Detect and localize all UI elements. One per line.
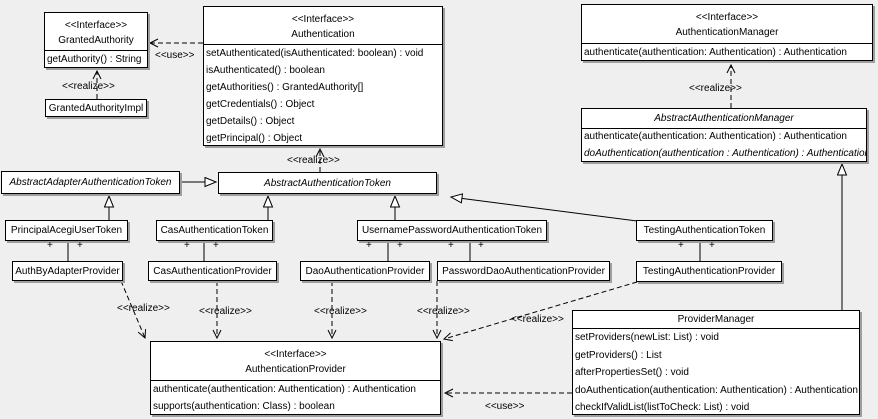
edge-label-realize: <<realize>> xyxy=(417,306,470,317)
method-item: authenticate(authentication: Authenticat… xyxy=(584,47,847,58)
method-item: getCredentials() : Object xyxy=(206,99,315,110)
stereotype-label: <<Interface>> xyxy=(264,349,327,360)
method-item: getDetails() : Object xyxy=(206,116,295,127)
edge-label-realize: <<realize>> xyxy=(62,81,115,92)
method-item: getAuthorities() : GrantedAuthority[] xyxy=(206,82,364,93)
class-name: CasAuthenticationToken xyxy=(160,225,269,236)
class-name: GrantedAuthorityImpl xyxy=(48,102,144,114)
method-item: authenticate(authentication: Authenticat… xyxy=(584,131,847,142)
class-name: ProviderManager xyxy=(677,314,755,325)
method-item: getPrincipal() : Object xyxy=(206,133,303,144)
class-name: UsernamePasswordAuthenticationToken xyxy=(361,225,543,236)
method-item: getAuthority() : String xyxy=(47,54,142,65)
method-item: setAuthenticated(isAuthenticated: boolea… xyxy=(206,48,424,59)
association-end-label: + xyxy=(709,240,715,251)
method-item: authenticate(authentication: Authenticat… xyxy=(153,384,416,395)
edge-label-realize: <<realize>> xyxy=(511,314,564,325)
method-item: doAuthentication(authentication: Authent… xyxy=(575,384,858,396)
class-name: DaoAuthenticationProvider xyxy=(305,265,425,277)
class-box-cas-authentication-provider: CasAuthenticationProvider xyxy=(148,261,277,281)
association-end-label: + xyxy=(213,240,219,251)
class-name: AuthenticationManager xyxy=(675,27,779,38)
class-name: AbstractAuthenticationToken xyxy=(264,177,391,189)
edge-label-realize: <<realize>> xyxy=(287,155,340,166)
association-end-label: + xyxy=(77,240,83,251)
class-name: GrantedAuthority xyxy=(58,35,134,46)
edge-label-realize: <<realize>> xyxy=(689,83,742,94)
class-name: AbstractAdapterAuthenticationToken xyxy=(9,177,172,188)
class-box-password-dao-authentication-provider: PasswordDaoAuthenticationProvider xyxy=(437,261,610,281)
class-box-testing-authentication-provider: TestingAuthenticationProvider xyxy=(636,261,782,282)
class-name: TestingAuthenticationProvider xyxy=(642,266,776,277)
class-box-provider-manager: ProviderManager setProviders(newList: Li… xyxy=(572,310,860,415)
edge-generalization-testing-token xyxy=(451,197,638,222)
association-end-label: + xyxy=(47,240,53,251)
method-item: checkIfValidList(listToCheck: List) : vo… xyxy=(575,402,750,413)
class-box-granted-authority: <<Interface>> GrantedAuthority getAuthor… xyxy=(44,12,148,68)
class-box-granted-authority-impl: GrantedAuthorityImpl xyxy=(45,99,147,117)
association-end-label: + xyxy=(678,240,684,251)
association-end-label: + xyxy=(184,240,190,251)
class-name: AuthByAdapterProvider xyxy=(15,265,120,277)
class-box-cas-authentication-token: CasAuthenticationToken xyxy=(156,220,273,241)
edge-label-realize: <<realize>> xyxy=(117,303,170,314)
edge-label-use: <<use>> xyxy=(155,50,195,61)
edge-realize-testingprovider xyxy=(442,281,638,342)
stereotype-label: <<Interface>> xyxy=(64,20,128,31)
class-box-abstract-adapter-authentication-token: AbstractAdapterAuthenticationToken xyxy=(1,171,180,194)
stereotype-label: <<Interface>> xyxy=(695,12,759,23)
method-item: supports(authentication: Class) : boolea… xyxy=(153,401,335,412)
class-box-abstract-authentication-manager: AbstractAuthenticationManager authentica… xyxy=(581,108,867,162)
association-end-label: + xyxy=(397,240,403,251)
class-name: PasswordDaoAuthenticationProvider xyxy=(442,265,605,277)
class-name: Authentication xyxy=(291,29,355,40)
method-item: setProviders(newList: List) : void xyxy=(575,332,719,343)
class-box-dao-authentication-provider: DaoAuthenticationProvider xyxy=(300,261,430,281)
method-item: afterPropertiesSet() : void xyxy=(575,367,689,378)
association-end-label: + xyxy=(478,240,484,251)
class-box-principal-acegi-user-token: PrincipalAcegiUserToken xyxy=(5,220,128,241)
method-item: isAuthenticated() : boolean xyxy=(206,65,325,76)
edge-realize-authbyadapter xyxy=(120,280,147,340)
edge-label-realize: <<realize>> xyxy=(314,306,367,317)
method-item: getProviders() : List xyxy=(575,349,662,361)
class-box-authentication-provider: <<Interface>> AuthenticationProvider aut… xyxy=(150,341,441,415)
association-end-label: + xyxy=(448,240,454,251)
edge-label-realize: <<realize>> xyxy=(199,306,252,317)
class-box-authentication-manager: <<Interface>> AuthenticationManager auth… xyxy=(581,4,873,61)
class-name: TestingAuthenticationToken xyxy=(643,225,766,236)
association-end-label: + xyxy=(366,240,372,251)
class-name: AbstractAuthenticationManager xyxy=(654,113,794,124)
class-name: CasAuthenticationProvider xyxy=(153,265,272,277)
class-name: PrincipalAcegiUserToken xyxy=(10,225,123,236)
class-name: AuthenticationProvider xyxy=(245,364,346,375)
method-item: doAuthentication(authentication : Authen… xyxy=(584,147,866,159)
stereotype-label: <<Interface>> xyxy=(291,14,355,25)
class-box-abstract-authentication-token: AbstractAuthenticationToken xyxy=(218,172,437,194)
class-box-username-password-authentication-token: UsernamePasswordAuthenticationToken xyxy=(357,220,547,241)
edge-label-use: <<use>> xyxy=(485,401,525,412)
class-box-authentication: <<Interface>> Authentication setAuthenti… xyxy=(203,6,443,146)
class-box-testing-authentication-token: TestingAuthenticationToken xyxy=(636,220,773,241)
class-box-auth-by-adapter-provider: AuthByAdapterProvider xyxy=(12,261,123,281)
